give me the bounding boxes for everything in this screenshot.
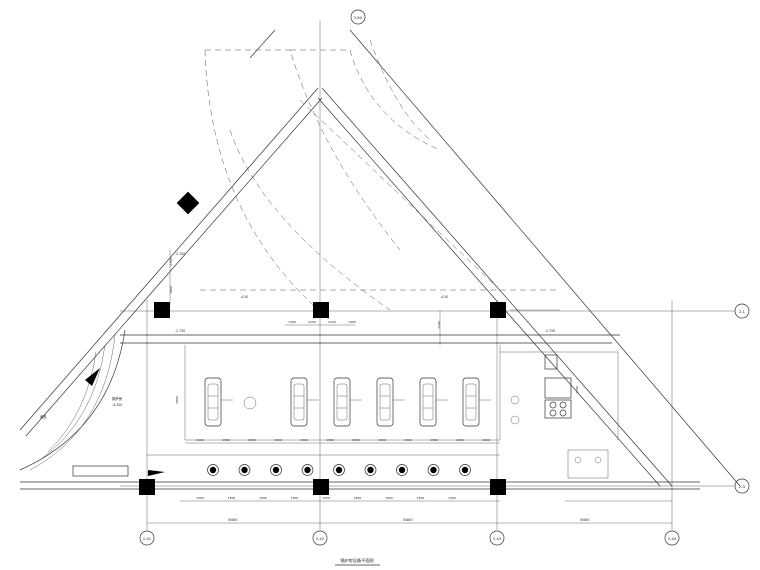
pump-unit [238,464,251,476]
pump-unit [364,464,377,476]
dim-text: 2800 [175,396,179,404]
grid-label: 2-B0 [354,16,362,20]
elev-text: -2.750 [545,329,555,333]
grid-label: 2-1 [739,310,745,314]
side-label: 坡道 [40,414,47,419]
elev-text: -2.150 [175,252,185,256]
dim-text: 8400 [403,518,413,522]
dim-text: 8400 [228,518,238,522]
grid-lines [120,20,735,530]
grid-label: 2-44 [668,537,677,541]
dim-text: 1500 [326,438,334,442]
dim-text: 1500 [417,496,425,500]
dim-text: 1500 [322,496,330,500]
dim-text: 1500 [352,438,360,442]
dim-text: 1300 [288,320,296,324]
dim-text: 1500 [437,321,441,329]
dim-text: 1800 [169,286,173,294]
dim-text: 1500 [196,496,204,500]
pump-unit [459,464,471,476]
dim-text: 2100 [308,320,316,324]
dim-text: 1500 [430,438,438,442]
building-outline [19,29,741,490]
boiler-unit [376,377,405,427]
dim-text: 1300 [348,320,356,324]
dim-text: 1500 [248,438,256,442]
dimension-lines [147,250,672,524]
dim-text: 1500 [404,438,412,442]
elev-text: -4.50 [240,295,248,299]
column [154,302,170,318]
drawing-title-block: 锅炉房设备平面图 [335,557,380,566]
dim-text: 2100 [328,320,336,324]
dim-text: 1200 [482,438,490,442]
boiler-row [204,377,491,427]
dim-text: 1500 [385,496,393,500]
boiler-unit [419,377,448,427]
drawing-title: 锅炉房设备平面图 [340,557,374,564]
boiler-unit [333,377,362,427]
side-ramp: 坡道 [19,329,126,471]
boiler-unit [204,377,233,427]
dimension-texts: 8400 8400 8400 -2.150 -4.50 -4.50 -2.750… [112,252,590,522]
dim-text: 1500 [259,496,267,500]
column [313,479,329,495]
dim-text: 1200 [456,438,464,442]
pump-unit [396,464,408,476]
pump-unit [301,464,314,476]
boiler-unit [462,377,491,427]
room-elevation: -4.200 [112,403,122,407]
dim-text: 8400 [580,518,590,522]
dim-text: 1500 [222,438,230,442]
control-cabinet [72,354,609,479]
elev-text: -2.750 [175,329,185,333]
dimension-text-rows: 1500 1500 1500 1500 1500 1500 1500 1500 1500 2100… [169,258,579,500]
column [490,479,506,495]
dim-text: 1500 [354,496,362,500]
dim-text: 1500 [291,496,299,500]
boiler-unit [290,377,319,427]
dim-text: 1500 [448,496,456,500]
dim-text: 1500 [274,438,282,442]
grid-label: 2-43 [493,537,501,541]
dim-text: 1500 [228,496,236,500]
grid-label: 2-41 [143,537,151,541]
pump-unit [207,464,219,476]
column [176,191,200,215]
dim-text: 1500 [575,386,579,394]
pump-row [207,464,471,476]
column [139,479,155,495]
dim-text: 1500 [378,438,386,442]
grid-label: 2-G [739,485,746,489]
column [490,302,506,318]
grid-bubbles-bottom: 2-41 2-42 2-43 2-44 [139,530,680,546]
grid-label: 2-42 [316,537,324,541]
room-label: 锅炉房 [112,396,123,401]
ramp-dashed-outline [200,39,560,321]
dim-text: 2100 [196,438,204,442]
pump-unit [333,464,345,476]
grid-bubbles-side: 2-1 2-G 2-B0 [350,9,750,494]
column [313,302,329,318]
pump-unit [427,464,440,476]
pump-unit [270,464,282,476]
dim-text: 3700 [169,258,173,266]
elev-text: -4.50 [440,295,448,299]
dim-text: 1500 [300,438,308,442]
